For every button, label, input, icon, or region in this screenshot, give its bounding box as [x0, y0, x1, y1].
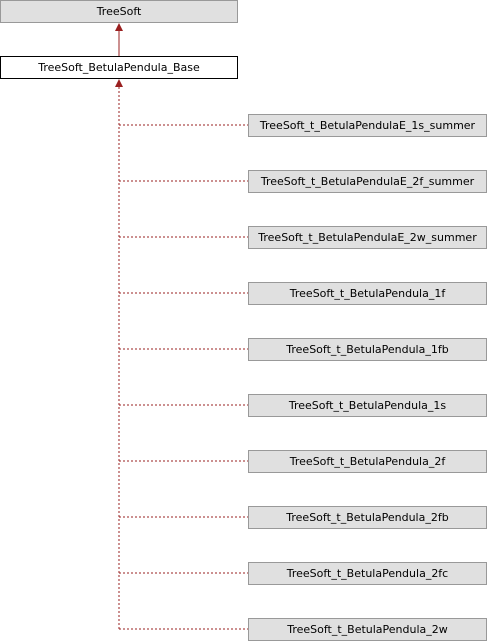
class-node-betulapendula-base: TreeSoft_BetulaPendula_Base — [0, 56, 238, 79]
arrowhead-root — [115, 23, 123, 31]
class-node-child[interactable]: TreeSoft_t_BetulaPendula_2w — [248, 618, 487, 641]
class-node-child[interactable]: TreeSoft_t_BetulaPendulaE_1s_summer — [248, 114, 487, 137]
class-node-treesoft[interactable]: TreeSoft — [0, 0, 238, 23]
class-node-child[interactable]: TreeSoft_t_BetulaPendula_1s — [248, 394, 487, 417]
class-node-child[interactable]: TreeSoft_t_BetulaPendula_2fc — [248, 562, 487, 585]
class-node-child[interactable]: TreeSoft_t_BetulaPendulaE_2w_summer — [248, 226, 487, 249]
class-node-child[interactable]: TreeSoft_t_BetulaPendula_1f — [248, 282, 487, 305]
class-node-child[interactable]: TreeSoft_t_BetulaPendulaE_2f_summer — [248, 170, 487, 193]
arrowhead-base — [115, 79, 123, 87]
class-node-child[interactable]: TreeSoft_t_BetulaPendula_2f — [248, 450, 487, 473]
class-node-child[interactable]: TreeSoft_t_BetulaPendula_1fb — [248, 338, 487, 361]
class-node-child[interactable]: TreeSoft_t_BetulaPendula_2fb — [248, 506, 487, 529]
